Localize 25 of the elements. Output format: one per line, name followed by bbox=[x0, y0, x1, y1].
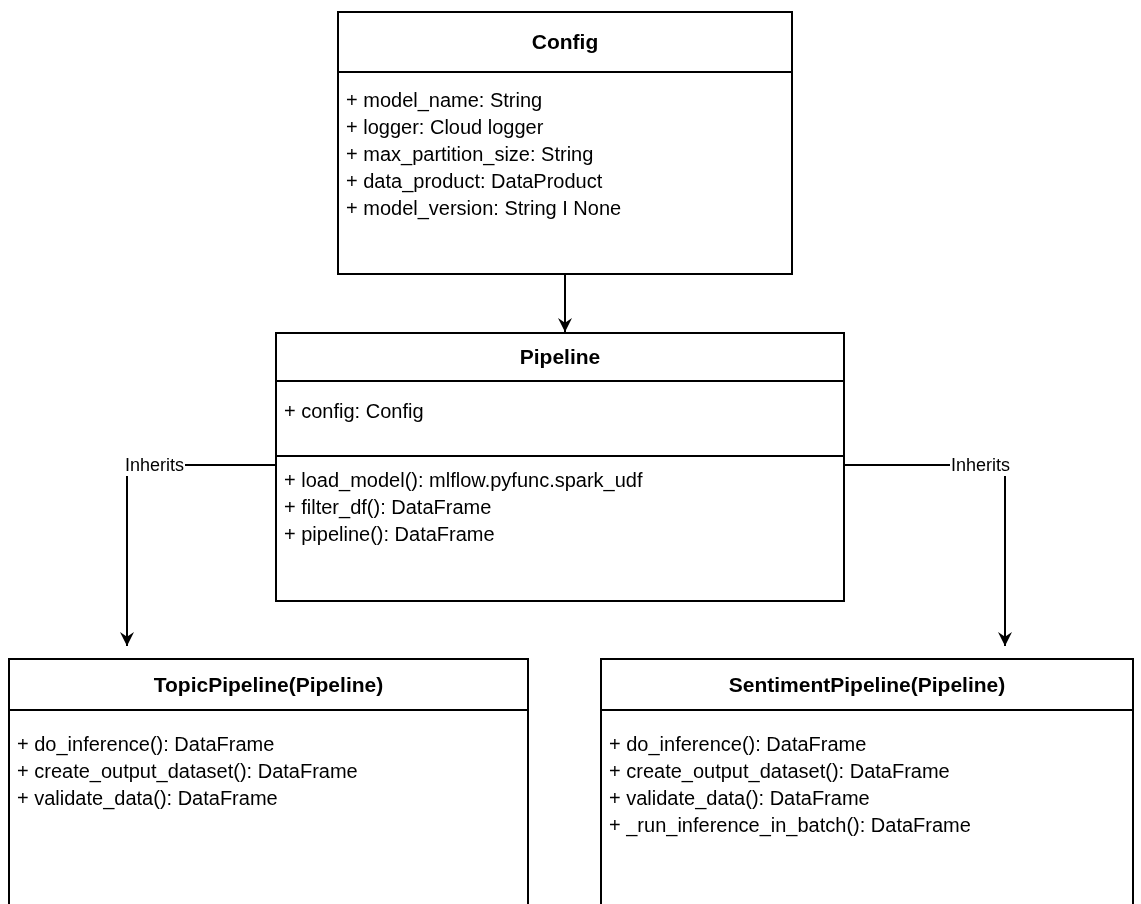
attribute-text: + max_partition_size: String bbox=[345, 142, 594, 168]
class-name: Config bbox=[531, 30, 599, 54]
class-box bbox=[8, 658, 529, 904]
class-box bbox=[337, 11, 793, 275]
method-text: + create_output_dataset(): DataFrame bbox=[608, 759, 950, 785]
method-text: + validate_data(): DataFrame bbox=[16, 786, 278, 812]
attribute-text: + config: Config bbox=[283, 399, 424, 424]
method-text: + validate_data(): DataFrame bbox=[608, 786, 870, 812]
method-text: + _run_inference_in_batch(): DataFrame bbox=[608, 813, 971, 839]
inheritance-arrow bbox=[558, 274, 572, 333]
method-text: + do_inference(): DataFrame bbox=[16, 732, 275, 758]
class-box bbox=[275, 332, 845, 602]
attribute-text: + model_name: String bbox=[345, 88, 543, 114]
class-name: Pipeline bbox=[519, 345, 601, 369]
class-box bbox=[600, 658, 1134, 904]
attribute-text: + logger: Cloud logger bbox=[345, 115, 544, 140]
attribute-text: + data_product: DataProduct bbox=[345, 169, 603, 195]
method-text: + create_output_dataset(): DataFrame bbox=[16, 759, 358, 785]
method-text: + do_inference(): DataFrame bbox=[608, 732, 867, 758]
class-name: TopicPipeline(Pipeline) bbox=[153, 672, 384, 697]
attribute-text: + model_version: String I None bbox=[345, 196, 622, 222]
method-text: + filter_df(): DataFrame bbox=[283, 495, 492, 521]
method-text: + load_model(): mlflow.pyfunc.spark_udf bbox=[283, 468, 643, 494]
method-text: + pipeline(): DataFrame bbox=[283, 522, 495, 547]
class-name: SentimentPipeline(Pipeline) bbox=[728, 672, 1006, 697]
